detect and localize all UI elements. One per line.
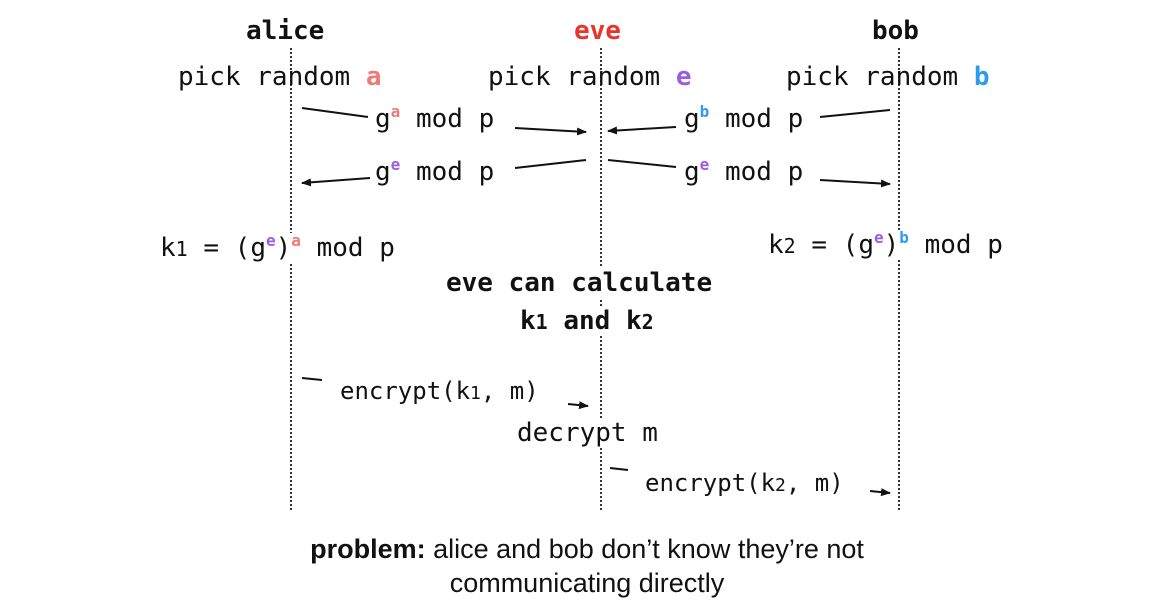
decrypt-m: decrypt m — [517, 418, 658, 448]
problem-line1: problem: alice and bob don’t know they’r… — [0, 532, 1174, 566]
problem-text: alice and bob don’t know they’re not — [425, 534, 864, 564]
msg-ga-mod-p: ga mod p — [375, 102, 495, 134]
arrow-ge-bob-left — [607, 159, 677, 168]
arrow-gb-left — [607, 126, 677, 135]
bob-header: bob — [872, 16, 919, 46]
alice-var: a — [365, 62, 382, 92]
msg-gb-mod-p: gb mod p — [684, 102, 804, 134]
problem-line2: communicating directly — [449, 568, 725, 598]
arrow-ge-bob-right — [819, 179, 891, 188]
msg-ge-mod-p-to-alice: ge mod p — [375, 155, 495, 187]
alice-header: alice — [246, 16, 325, 46]
pick-label: pick random — [488, 62, 661, 92]
eve-var: e — [675, 62, 692, 92]
arrow-ge-alice-left — [301, 177, 371, 187]
alice-pick-random: pick random a — [178, 62, 382, 92]
k2-equation: k2 = (ge)b mod p — [768, 228, 1003, 260]
eve-header: eve — [574, 16, 621, 46]
alice-lifeline — [290, 48, 292, 510]
encrypt-k1-message: encrypt(k1, m) — [340, 377, 539, 405]
bob-lifeline — [898, 48, 900, 510]
msg-ge-mod-p-to-bob: ge mod p — [684, 155, 804, 187]
arrow-enc2-right — [869, 488, 891, 497]
arrow-enc2-left — [609, 467, 629, 471]
eve-note-line2: k1 and k2 — [520, 306, 654, 336]
bob-var: b — [973, 62, 990, 92]
arrow-ga-left — [301, 107, 369, 118]
arrow-enc1-right — [567, 401, 589, 410]
arrow-ga-right — [514, 127, 587, 136]
problem-statement: problem: alice and bob don’t know they’r… — [0, 532, 1174, 600]
bob-pick-random: pick random b — [786, 62, 990, 92]
arrow-gb-right — [819, 109, 891, 118]
eve-pick-random: pick random e — [488, 62, 692, 92]
eve-note-line1: eve can calculate — [446, 268, 713, 298]
problem-label: problem: — [310, 534, 426, 564]
encrypt-k2-message: encrypt(k2, m) — [645, 469, 844, 497]
k1-equation: k1 = (ge)a mod p — [160, 231, 395, 263]
pick-label: pick random — [178, 62, 351, 92]
pick-label: pick random — [786, 62, 959, 92]
arrow-ge-alice-right — [514, 159, 587, 169]
arrow-enc1-left — [301, 377, 323, 381]
